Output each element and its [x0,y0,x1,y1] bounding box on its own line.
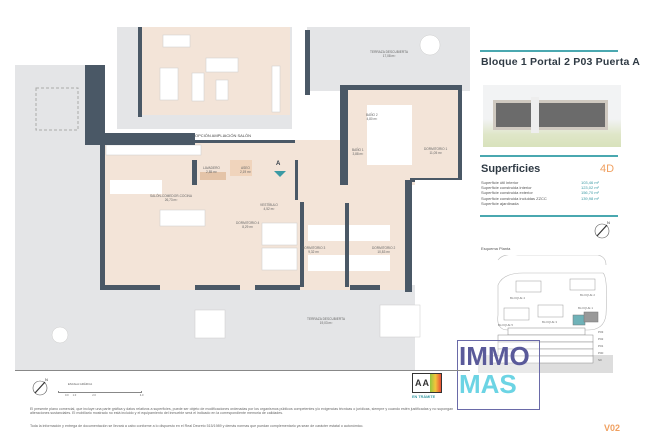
divider [480,215,618,217]
block-label: BLOQUE 5 [498,323,513,327]
bed [367,105,412,165]
surface-row: Superficie construida incluidas ZZCC 139,… [481,196,599,201]
scale-bar [58,391,142,393]
surface-label: Superficie ajardinada [481,200,519,206]
logo-line1: IMMO [459,341,530,371]
scale-tick: 4.0 [139,394,144,397]
disclaimer-1: El presente plano comercial, que incluye… [30,407,454,416]
energy-logo-text: AA [415,378,430,388]
surface-label: Superficie construida exterior [481,190,533,196]
watermark-logo: IMMO MAS [457,340,540,410]
scale-tick: 1.0 [72,394,77,397]
surface-value: 156,70 m² [580,190,599,196]
block-label: BLOQUE 3 [542,320,557,324]
energy-status: EN TRÁMITE [412,395,436,399]
surface-value: 123,02 m² [580,185,599,191]
svg-text:N: N [607,220,610,225]
svg-text:N: N [45,377,48,382]
surfaces-table: Superficie útil interior 103,46 m² Superf… [481,180,599,206]
site-schema: BLOQUE 4 BLOQUE 2 BLOQUE 5 BLOQUE 3 BLOQ… [478,255,613,373]
floor-label: P03 [598,330,604,334]
dining-table [110,180,162,194]
building-render [483,85,621,147]
north-compass-icon: N [594,220,610,239]
bottom-terrace [100,285,415,370]
surface-row: Superficie ajardinada [481,201,599,206]
version-label: V02 [604,423,621,433]
floor-label: P01 [598,344,604,348]
divider [480,50,618,52]
floor-label: P00 [598,351,604,355]
block-label: BLOQUE 1 [578,306,593,310]
block-label: BLOQUE 4 [510,296,525,300]
surface-row: Superficie construida exterior 156,70 m² [481,190,599,195]
surface-label: Superficie construida incluidas ZZCC [481,195,547,201]
surface-row: Superficie construida interior 123,02 m² [481,185,599,190]
entrance-marker-icon [274,171,286,177]
surface-label: Superficie construida interior [481,185,532,191]
floor-label: S0 [598,358,602,362]
scale-tick: 2.0 [92,394,96,397]
surface-value: 139,98 m² [580,195,599,201]
skylight [35,87,79,131]
entrance-label: A [276,161,281,167]
north-compass-icon: N [32,377,48,396]
surface-value: 103,46 m² [580,180,599,185]
floor-label: P02 [598,337,604,341]
logo-line2: MAS [459,369,517,399]
type-badge: 4D [600,163,615,175]
divider [480,155,618,157]
energy-rating-logo: AA [412,373,442,393]
surface-label: Superficie útil interior [481,180,519,185]
schema-title: Esquema Planta [481,246,511,251]
unit-title: Bloque 1 Portal 2 P03 Puerta A [481,56,641,68]
surfaces-title: Superficies [481,163,541,175]
scale-tick: 0.0 [65,394,69,397]
surface-row: Superficie útil interior 103,46 m² [481,180,599,185]
block-label: BLOQUE 2 [580,293,595,297]
scale-title: ESCALA GRÁFICA [68,382,93,386]
floor-plan [15,27,470,370]
divider [15,370,470,371]
disclaimer-2: Toda la información y entrega de documen… [30,424,364,428]
top-terrace [307,27,470,91]
option-label: OPCIÓN AMPLIACIÓN SALÓN [195,133,252,138]
